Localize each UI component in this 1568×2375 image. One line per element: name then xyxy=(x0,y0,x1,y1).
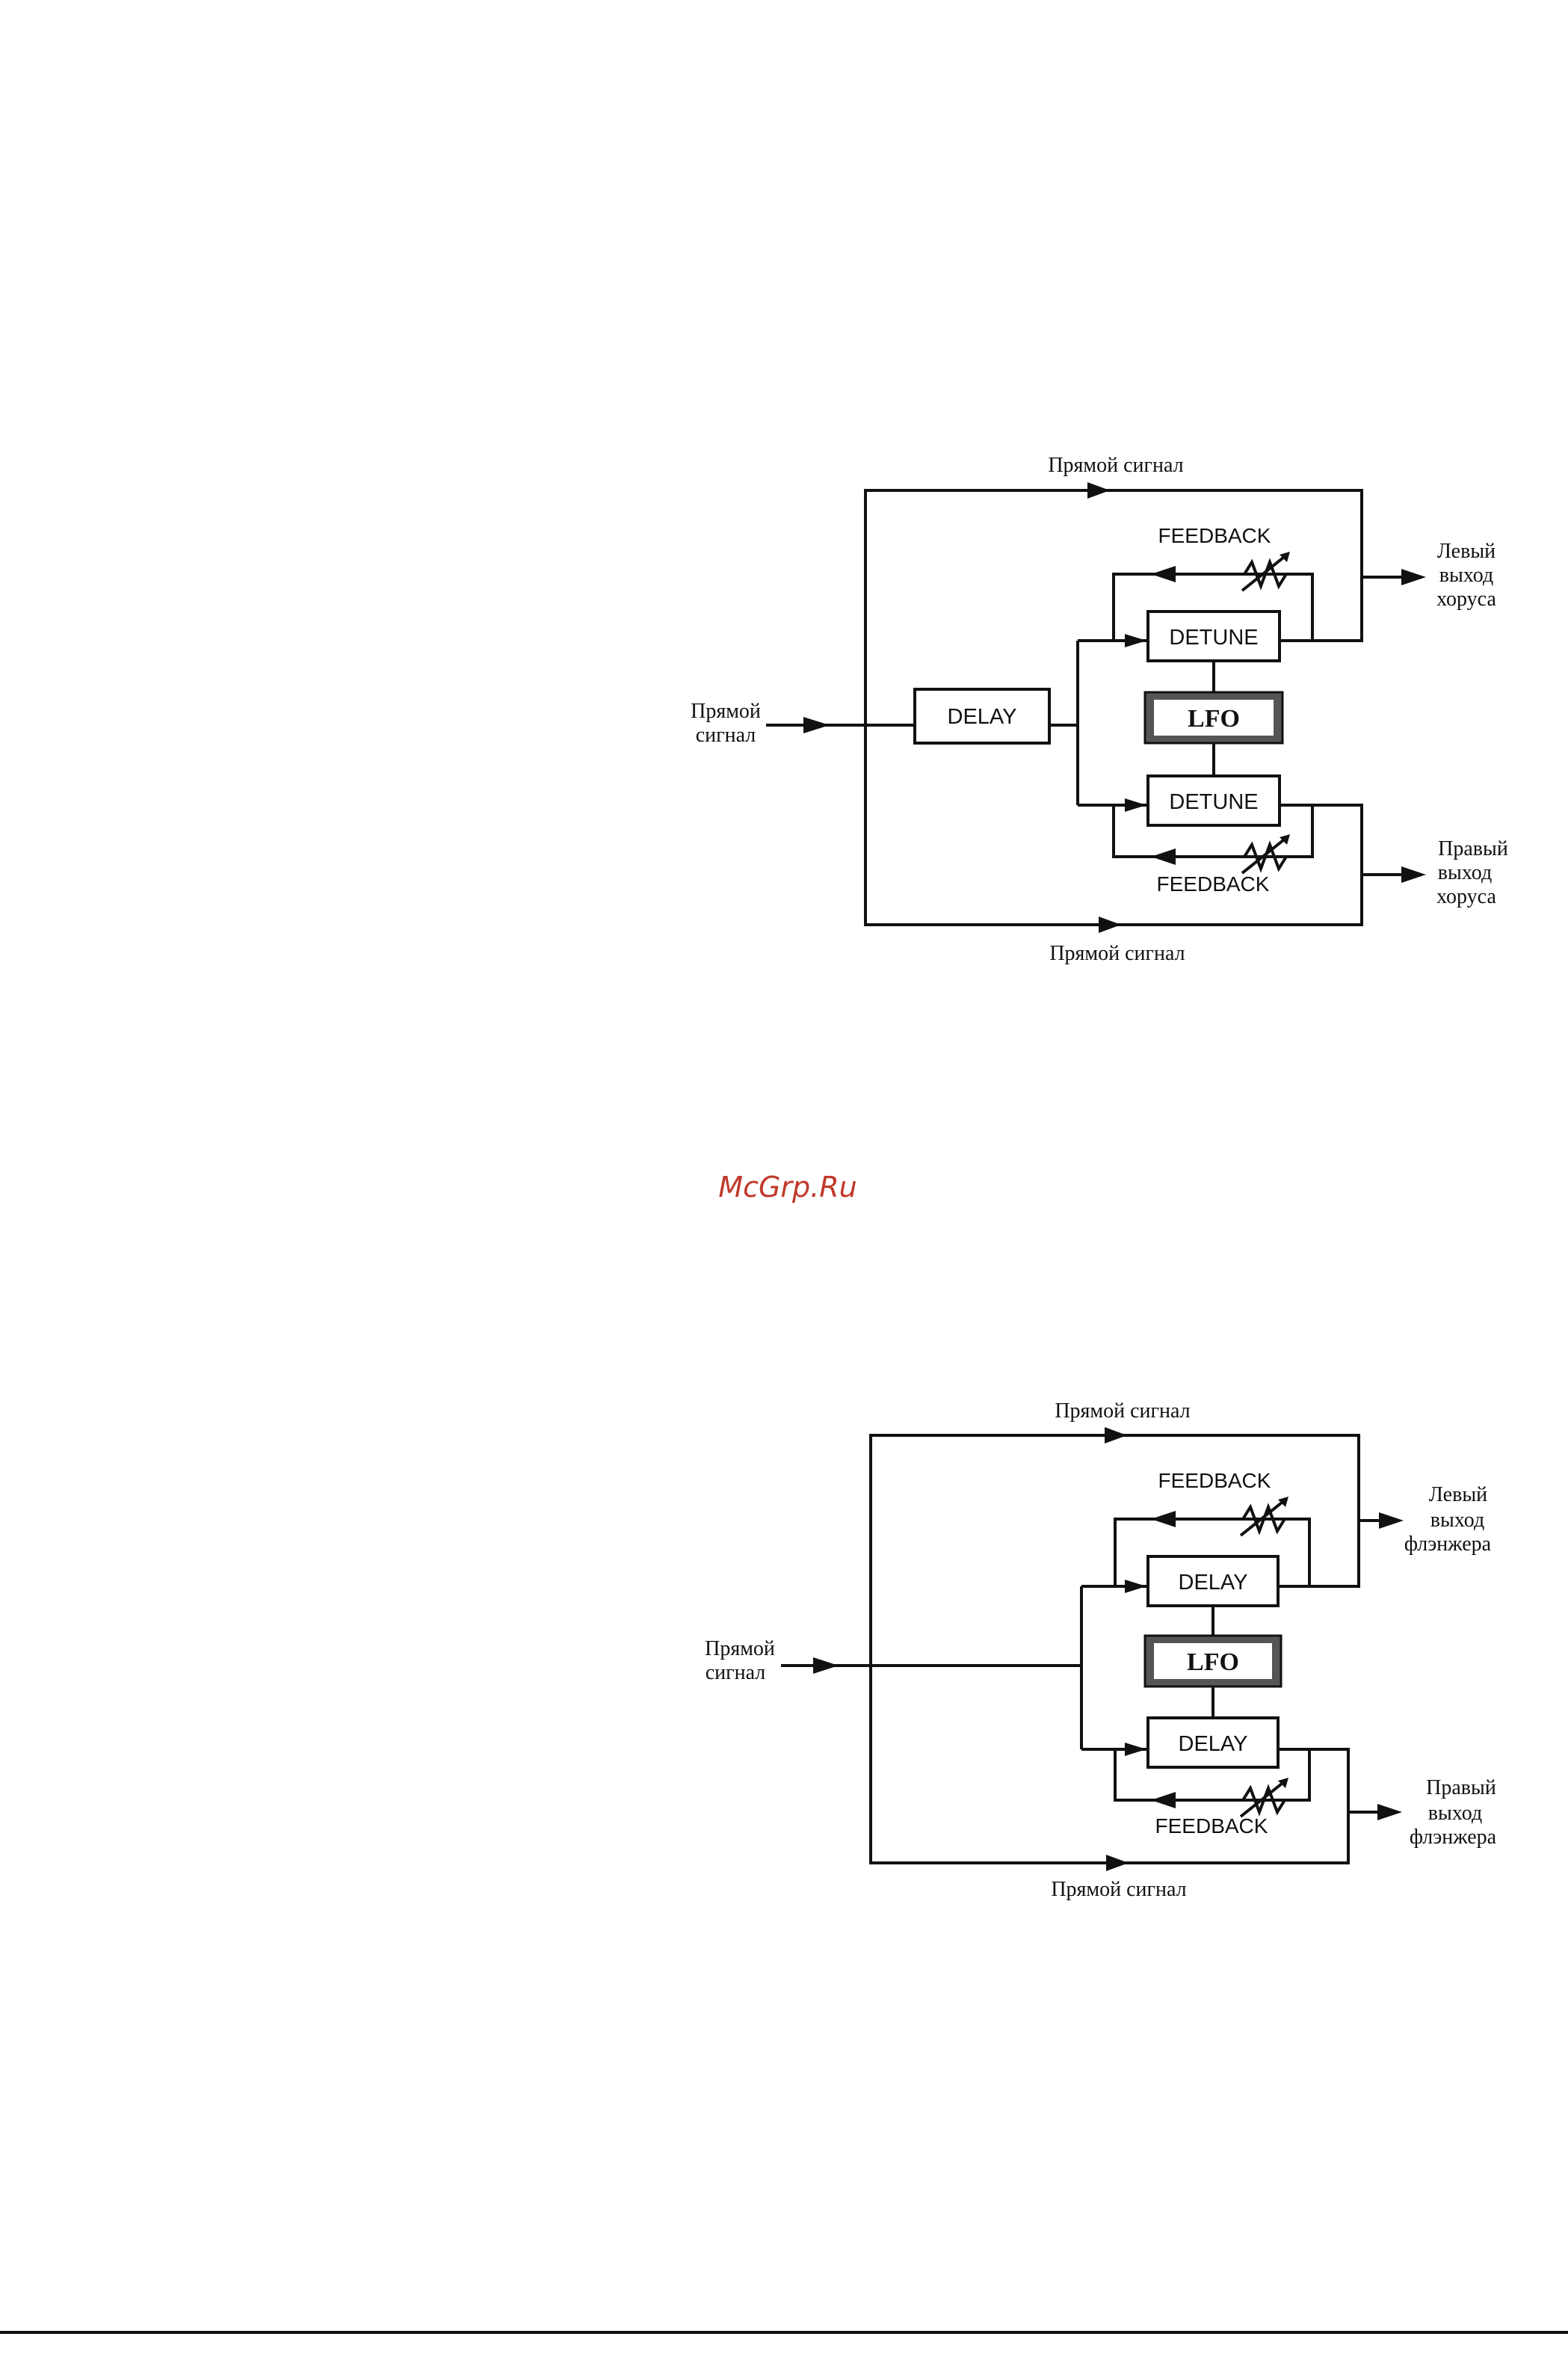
flanger-direct-top-label: Прямой сигнал xyxy=(1055,1399,1190,1423)
flanger-left-out-2: выход xyxy=(1430,1509,1484,1532)
chorus-detune-bottom-label: DETUNE xyxy=(1169,790,1258,814)
flanger-left-out-arrow xyxy=(1379,1512,1404,1529)
chorus-left-out-1: Левый xyxy=(1437,540,1496,563)
chorus-feedback-bottom-arrow xyxy=(1151,848,1176,865)
chorus-feedback-top-pot-icon xyxy=(1242,552,1290,591)
chorus-left-out-arrow xyxy=(1401,569,1426,585)
chorus-right-out-arrow xyxy=(1401,866,1426,883)
flanger-feedback-top-label: FEEDBACK xyxy=(1158,1469,1271,1492)
flanger-feedback-bottom-arrow xyxy=(1151,1792,1176,1808)
chorus-left-out-2: выход xyxy=(1439,564,1493,587)
chorus-feedback-bottom-label: FEEDBACK xyxy=(1157,872,1270,896)
flanger-input-label-1: Прямой xyxy=(705,1637,775,1660)
flanger-right-out-2: выход xyxy=(1428,1802,1482,1825)
flanger-feedback-top-pot-icon xyxy=(1241,1497,1288,1535)
chorus-lfo-label: LFO xyxy=(1188,705,1240,733)
chorus-delay-label: DELAY xyxy=(948,705,1017,729)
flanger-arrow-bottom-direct xyxy=(1106,1855,1129,1871)
flanger-delay-bottom-label: DELAY xyxy=(1179,1732,1248,1756)
chorus-feedback-bottom-pot-icon xyxy=(1242,834,1290,873)
chorus-direct-bottom-label: Прямой сигнал xyxy=(1049,942,1185,965)
flanger-feedback-bottom-pot-icon xyxy=(1241,1778,1288,1817)
flanger-right-out-1: Правый xyxy=(1426,1776,1496,1799)
flanger-arrow-to-delay-bottom xyxy=(1125,1743,1146,1756)
chorus-right-out-3: хоруса xyxy=(1436,885,1496,908)
chorus-direct-top-label: Прямой сигнал xyxy=(1048,454,1183,477)
flanger-left-out-1: Левый xyxy=(1429,1483,1487,1506)
flanger-left-sum xyxy=(1309,1521,1383,1586)
flanger-arrow-top-direct xyxy=(1105,1427,1127,1444)
flanger-delay-top-label: DELAY xyxy=(1179,1571,1248,1595)
flanger-direct-bottom-label: Прямой сигнал xyxy=(1051,1878,1186,1901)
flanger-feedback-top-arrow xyxy=(1151,1511,1176,1527)
flanger-arrow-to-delay-top xyxy=(1125,1580,1146,1593)
watermark: McGrp.Ru xyxy=(718,1171,856,1204)
chorus-feedback-top-label: FEEDBACK xyxy=(1158,524,1271,547)
chorus-feedback-top-arrow xyxy=(1151,566,1176,582)
flanger-left-out-3: флэнжера xyxy=(1404,1532,1492,1556)
chorus-left-out-3: хоруса xyxy=(1436,588,1496,611)
chorus-input-arrow xyxy=(803,717,830,733)
chorus-arrow-to-detune-bottom xyxy=(1125,798,1146,812)
flanger-diagram: DELAY DELAY LFO FEEDBACK FEEDBACK xyxy=(705,1399,1497,1901)
flanger-feedback-bottom-label: FEEDBACK xyxy=(1155,1814,1268,1838)
flanger-lfo-label: LFO xyxy=(1187,1648,1239,1676)
chorus-right-out-2: выход xyxy=(1438,861,1492,884)
flanger-input-arrow xyxy=(813,1657,839,1674)
chorus-input-label-2: сигнал xyxy=(696,724,756,747)
chorus-right-out-1: Правый xyxy=(1438,837,1508,860)
flanger-right-sum xyxy=(1309,1749,1381,1812)
flanger-right-out-arrow xyxy=(1377,1804,1402,1820)
chorus-diagram: DELAY DETUNE DETUNE LFO FEEDBACK xyxy=(691,454,1508,965)
flanger-right-out-3: флэнжера xyxy=(1410,1826,1497,1849)
chorus-input-label-1: Прямой xyxy=(691,700,761,723)
chorus-left-sum xyxy=(1312,577,1405,641)
flanger-input-label-2: сигнал xyxy=(706,1661,766,1684)
chorus-right-sum xyxy=(1312,805,1405,875)
chorus-arrow-top-direct xyxy=(1087,482,1110,499)
chorus-arrow-to-detune-top xyxy=(1125,634,1146,647)
chorus-arrow-bottom-direct xyxy=(1099,917,1121,933)
chorus-detune-top-label: DETUNE xyxy=(1169,626,1258,650)
